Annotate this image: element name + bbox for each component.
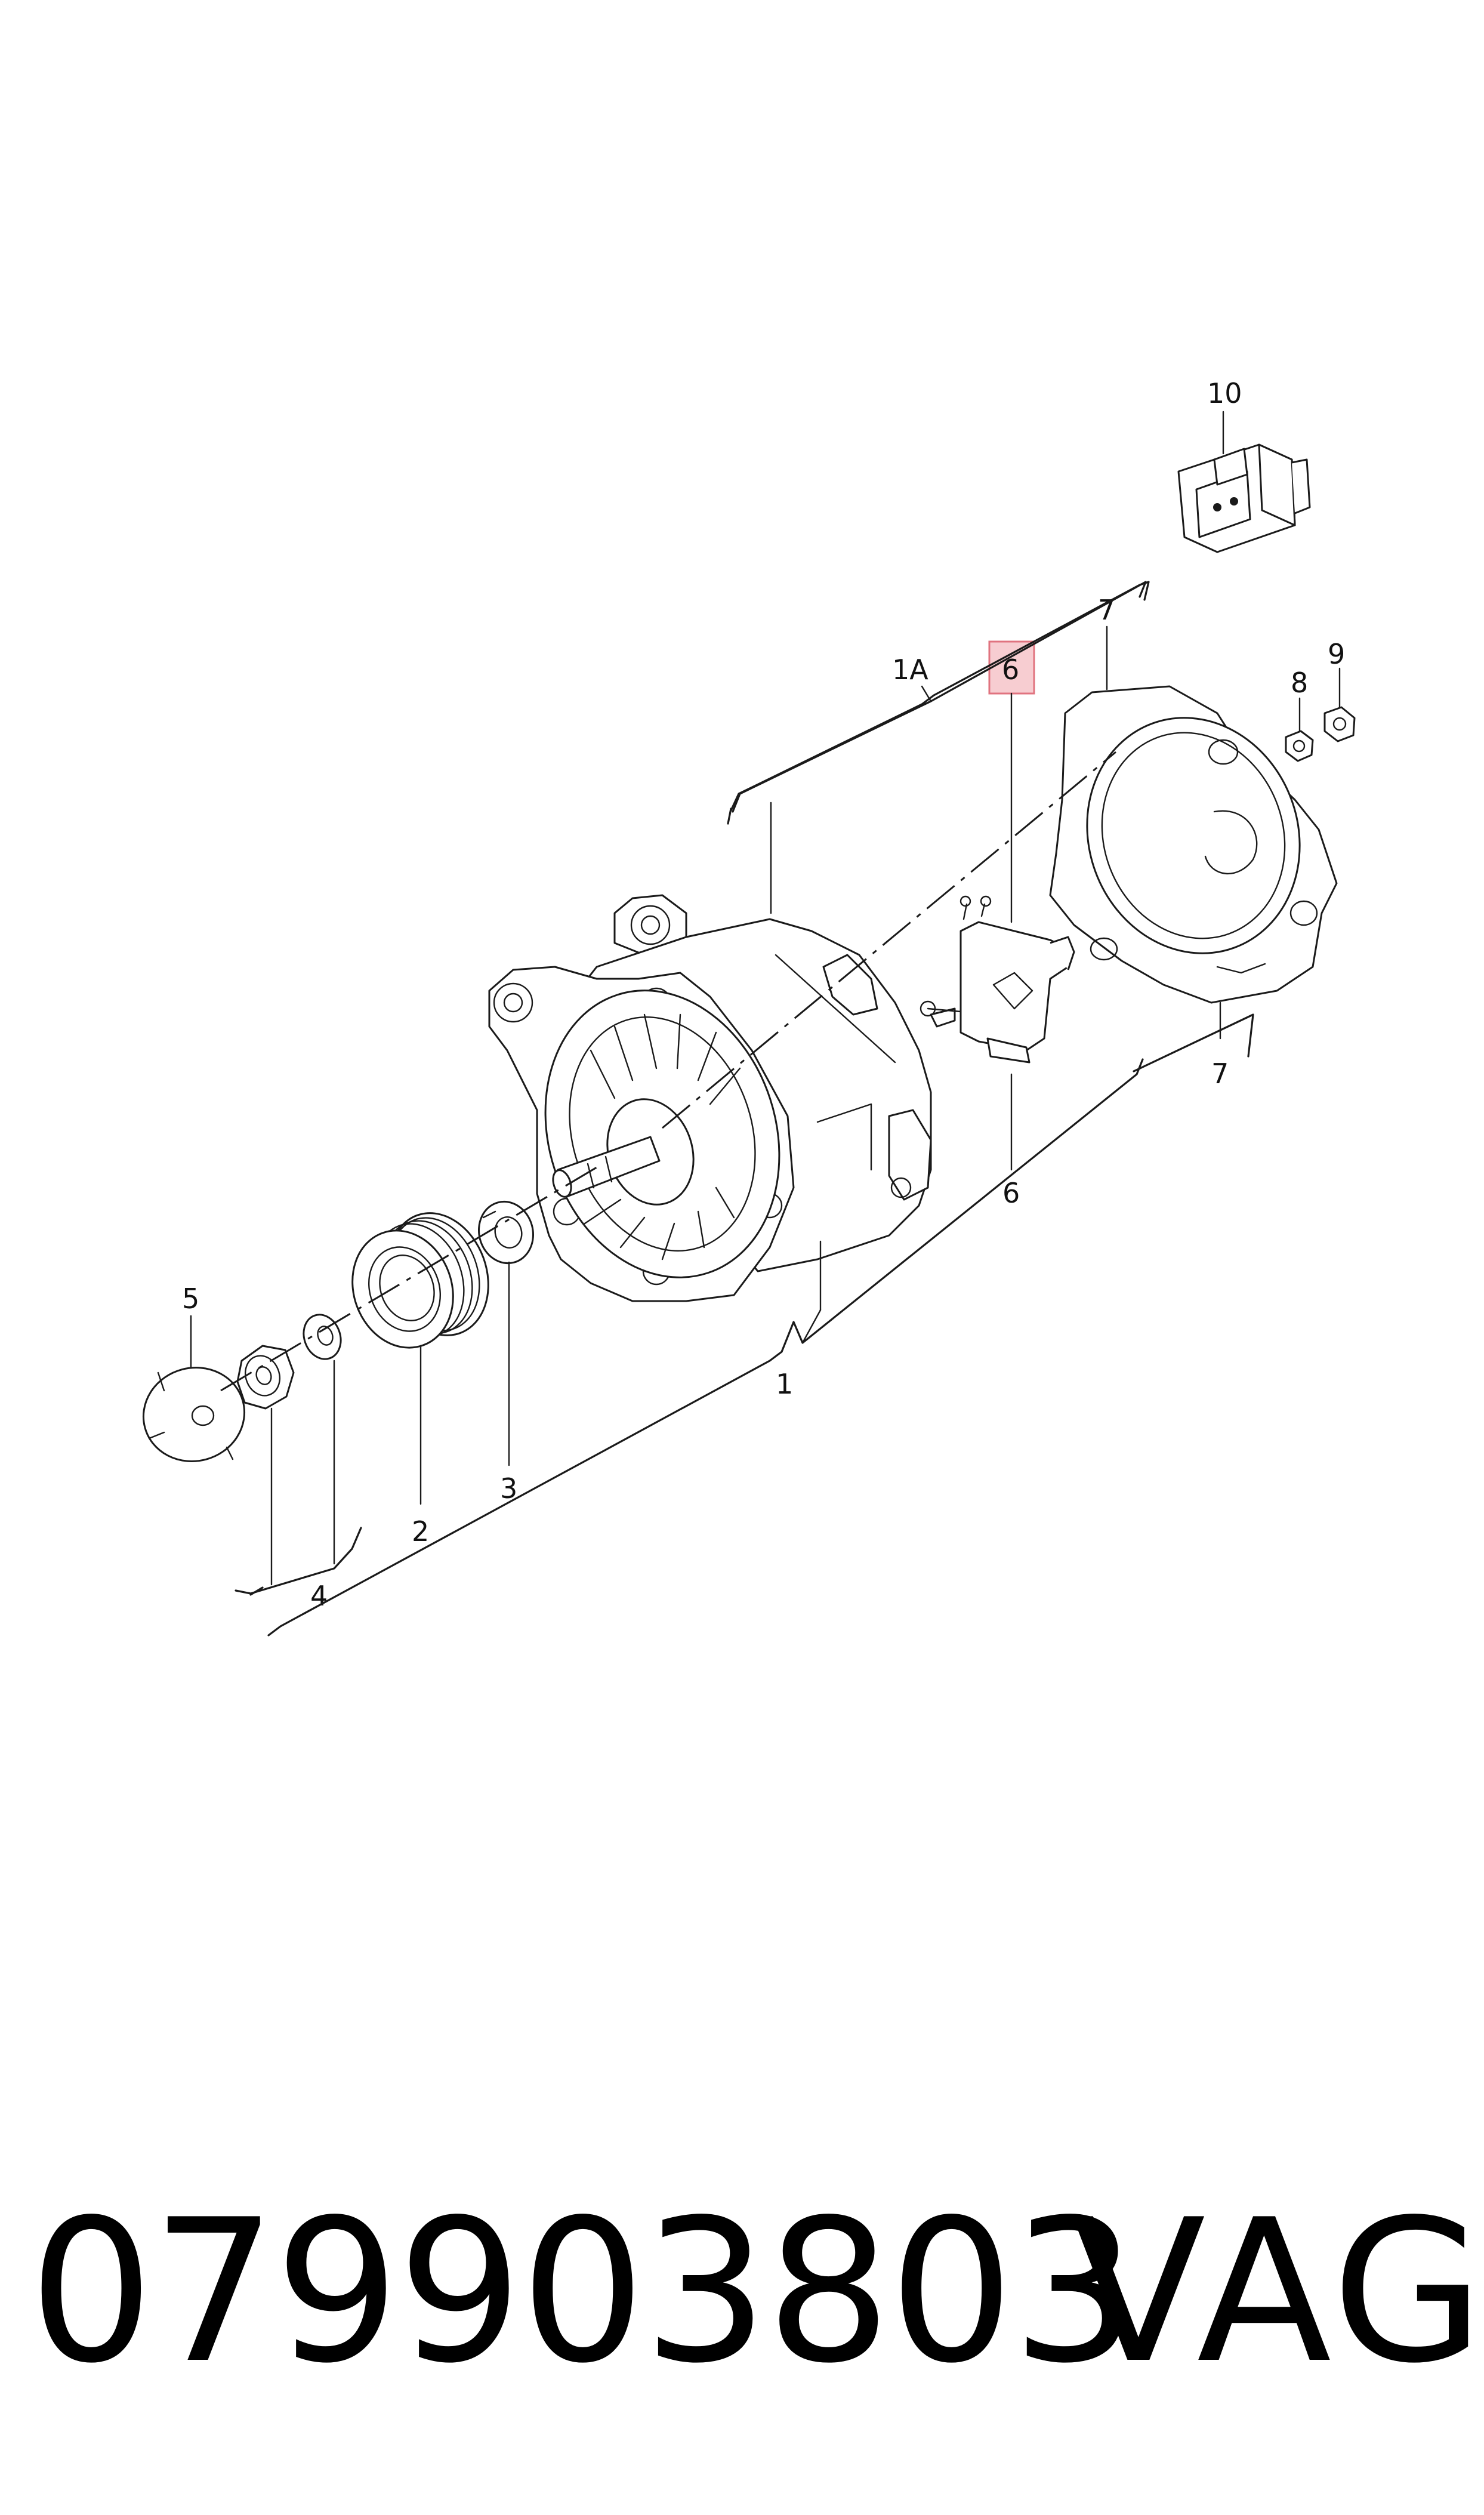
nut-part-4 (236, 1345, 295, 1410)
washer-part-4 (303, 1314, 342, 1360)
assembly-axis-line (220, 751, 1116, 1392)
connector-plug-part-10 (1177, 443, 1311, 553)
rear-cover-part-7 (1049, 685, 1338, 1004)
spacer-ring-part-3 (477, 1200, 535, 1265)
bracket-4 (235, 1527, 362, 1595)
callout-7-bottom: 7 (1211, 1058, 1229, 1090)
callout-1A: 1A (892, 654, 928, 686)
callout-9: 9 (1328, 638, 1345, 670)
nut-part-8 (1285, 730, 1314, 762)
alternator-shaft (552, 1136, 661, 1198)
callout-2: 2 (412, 1515, 429, 1548)
pulley-part-2 (351, 1212, 489, 1349)
footer: 079903803 VAG (0, 2184, 1484, 2399)
part-number: 079903803 (29, 2177, 1137, 2406)
brand-label: VAG (1071, 2177, 1484, 2406)
callout-4: 4 (310, 1580, 328, 1612)
callout-5: 5 (182, 1283, 199, 1315)
callout-10: 10 (1207, 377, 1242, 409)
callout-1: 1 (776, 1368, 793, 1400)
alternator-body-part-1 (488, 894, 932, 1302)
callout-8: 8 (1291, 667, 1308, 699)
nut-part-9 (1323, 706, 1356, 742)
callout-6-bottom: 6 (1002, 1177, 1020, 1209)
voltage-regulator-part-6 (920, 895, 1075, 1064)
cap-part-5 (142, 1367, 246, 1462)
callout-6-top: 6 (1002, 654, 1019, 686)
bracket-1 (267, 1058, 1144, 1636)
